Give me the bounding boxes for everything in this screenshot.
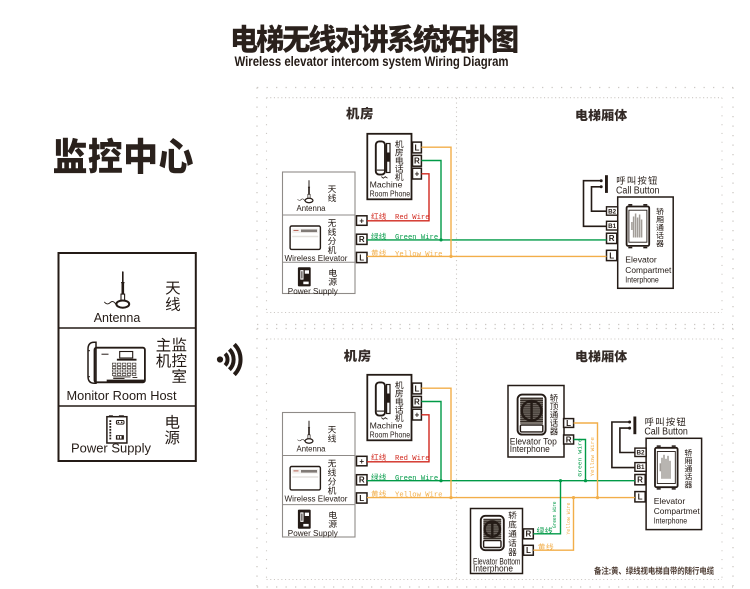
svg-text:Elevator Top: Elevator Top xyxy=(510,437,557,447)
svg-text:Green Wire: Green Wire xyxy=(395,475,438,483)
svg-text:R: R xyxy=(526,530,532,539)
svg-text:L: L xyxy=(415,143,420,152)
svg-text:B2: B2 xyxy=(608,208,617,215)
svg-text:Yellow Wire: Yellow Wire xyxy=(395,251,442,259)
svg-text:Interphone: Interphone xyxy=(510,444,550,454)
svg-text:Power Supply: Power Supply xyxy=(288,528,339,538)
svg-text:Interphone: Interphone xyxy=(473,564,513,574)
svg-text:R: R xyxy=(566,435,572,444)
svg-text:R: R xyxy=(637,476,643,485)
svg-text:Machine: Machine xyxy=(370,421,403,431)
svg-text:R: R xyxy=(359,235,365,244)
svg-text:L: L xyxy=(415,384,420,393)
svg-text:Green Wire: Green Wire xyxy=(551,501,558,528)
svg-text:+: + xyxy=(415,169,420,178)
svg-text:R: R xyxy=(359,476,365,485)
svg-text:L: L xyxy=(359,494,364,503)
svg-text:+: + xyxy=(359,457,364,466)
svg-text:Antenna: Antenna xyxy=(297,203,326,213)
svg-text:Wireless Elevator: Wireless Elevator xyxy=(285,253,348,263)
svg-text:Green Wire: Green Wire xyxy=(576,438,583,477)
svg-text:Elevator Bottom: Elevator Bottom xyxy=(473,557,521,567)
svg-text:B2: B2 xyxy=(636,450,645,457)
svg-text:B1: B1 xyxy=(608,223,617,230)
svg-text:R: R xyxy=(609,234,615,243)
svg-text:Room Phone: Room Phone xyxy=(370,429,411,439)
svg-text:Yellow Wire: Yellow Wire xyxy=(395,492,442,500)
svg-text:L: L xyxy=(638,493,643,502)
svg-text:+: + xyxy=(359,216,364,225)
svg-text:Compartmet: Compartmet xyxy=(654,506,701,516)
svg-text:Power Supply: Power Supply xyxy=(71,440,151,455)
svg-text:R: R xyxy=(414,398,420,407)
svg-text:Call Button: Call Button xyxy=(616,185,660,196)
svg-text:Wireless Elevator: Wireless Elevator xyxy=(285,494,348,504)
svg-text:Power Supply: Power Supply xyxy=(288,286,339,296)
svg-text:Call Button: Call Button xyxy=(644,427,688,438)
svg-text:B1: B1 xyxy=(636,464,645,471)
svg-text:Compartmet: Compartmet xyxy=(625,265,672,275)
svg-text:Elevator: Elevator xyxy=(654,496,686,506)
svg-text:Elevator: Elevator xyxy=(625,255,657,265)
svg-text:Interphone: Interphone xyxy=(654,516,688,526)
svg-text:R: R xyxy=(414,157,420,166)
svg-text:Machine: Machine xyxy=(370,180,403,190)
svg-text:L: L xyxy=(566,419,571,428)
svg-text:Antenna: Antenna xyxy=(94,311,141,325)
svg-text:Monitor Room Host: Monitor Room Host xyxy=(67,388,177,403)
svg-text:Yellow Wire: Yellow Wire xyxy=(565,502,572,534)
svg-text:L: L xyxy=(609,251,614,260)
svg-text:Red Wire: Red Wire xyxy=(395,455,430,463)
svg-text:Wireless elevator intercom sys: Wireless elevator intercom system Wiring… xyxy=(235,54,509,70)
svg-text:Interphone: Interphone xyxy=(625,274,659,284)
svg-text:L: L xyxy=(526,546,531,555)
svg-text:Green Wire: Green Wire xyxy=(395,234,438,242)
svg-text:Red Wire: Red Wire xyxy=(395,214,430,222)
svg-text:Antenna: Antenna xyxy=(297,444,326,454)
svg-text:+: + xyxy=(415,410,420,419)
svg-text:Room Phone: Room Phone xyxy=(370,188,411,198)
svg-text:Yellow Wire: Yellow Wire xyxy=(589,437,596,477)
svg-text:L: L xyxy=(359,253,364,262)
